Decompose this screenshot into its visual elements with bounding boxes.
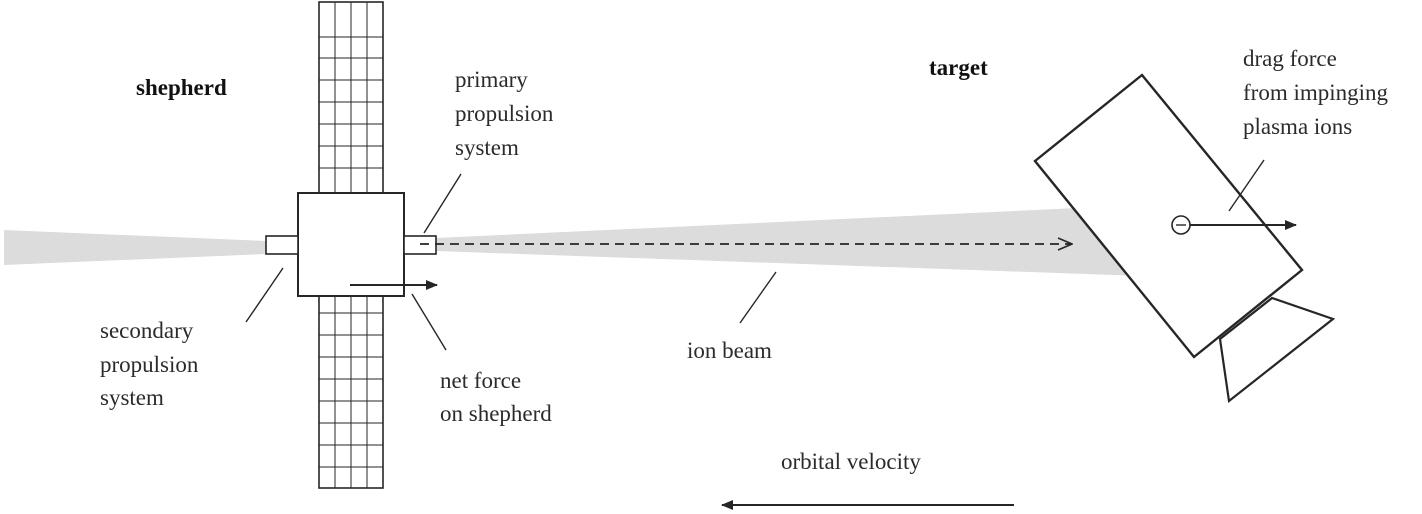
drag-force-leader [1228,159,1265,212]
secondary-thruster [265,235,299,255]
secondary-propulsion-label-line1: secondary [100,318,194,343]
net-force-label-line2: on shepherd [440,401,552,426]
primary-propulsion-label-line3: system [455,135,519,160]
target-nozzle [1218,296,1336,404]
target-body [1033,73,1304,359]
secondary-propulsion-label-line3: system [100,385,164,410]
target-label: target [929,55,988,80]
orbital-velocity-label: orbital velocity [781,449,921,474]
primary-thruster [403,235,437,255]
drag-force-label-line1: drag force [1243,46,1337,71]
primary-propulsion-label-line1: primary [455,67,528,92]
primary-propulsion-label-line2: propulsion [455,101,554,126]
net-force-leader [411,293,447,351]
shepherd-label: shepherd [136,75,227,100]
drag-force-label-line3: plasma ions [1243,114,1352,139]
upper-solar-panel [318,1,384,194]
secondary-propulsion-leader [245,267,284,323]
secondary-exhaust-plume [4,230,266,265]
ion-beam-label: ion beam [687,338,772,363]
secondary-propulsion-label-line2: propulsion [100,352,199,377]
ion-beam-cone [436,208,1142,276]
lower-solar-panel [318,295,384,489]
shepherd-body [297,192,405,297]
net-force-label-line1: net force [440,368,521,393]
ion-beam-leader [739,271,777,324]
drag-force-label-line2: from impinging [1243,80,1389,105]
primary-propulsion-leader [423,173,462,234]
